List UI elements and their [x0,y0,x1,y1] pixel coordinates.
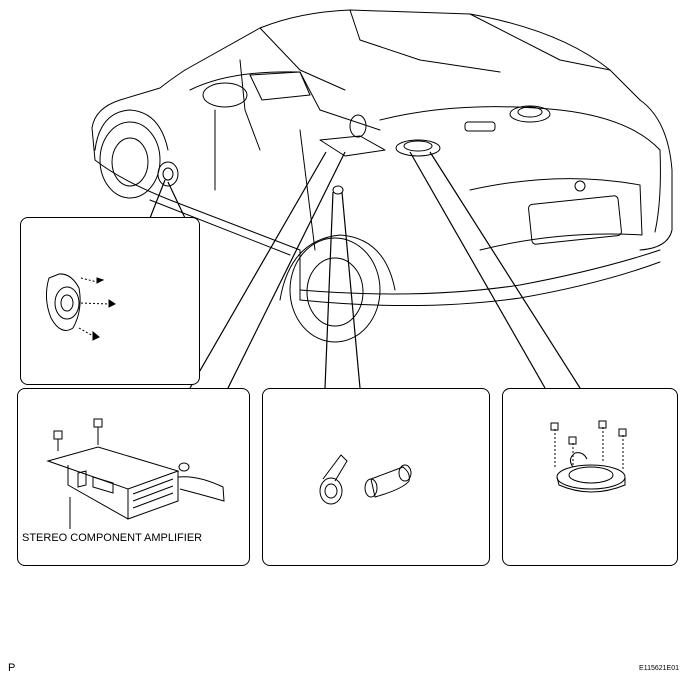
jack-panel [262,388,490,566]
figure-code: E115621E01 [639,665,679,672]
amplifier-label: STEREO COMPONENT AMPLIFIER [22,532,203,544]
amplifier-panel: STEREO COMPONENT AMPLIFIER [17,388,250,566]
jack-icon [263,389,489,565]
door-speaker-panel [20,217,200,385]
rear-speaker-panel [502,388,678,566]
rear-speaker-icon [503,389,677,565]
amplifier-icon [18,389,249,539]
door-speaker-icon [21,218,199,384]
car-illustration [0,0,693,400]
corner-letter: P [8,662,16,674]
